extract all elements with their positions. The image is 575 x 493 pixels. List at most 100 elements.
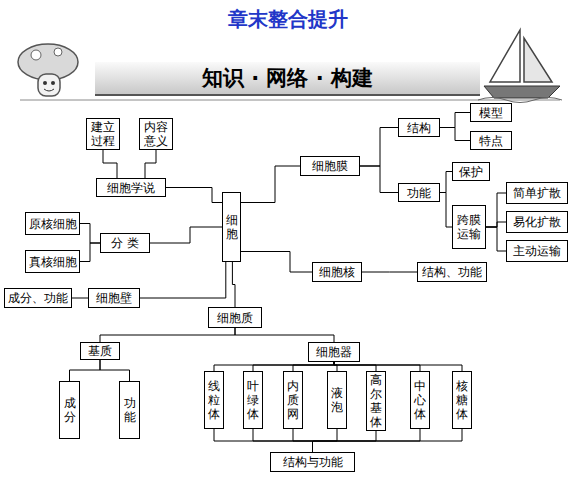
node-text: 中心体 [411, 379, 429, 421]
connector-line [334, 362, 420, 371]
node-text: 知识 · 网络 · 构建 [202, 65, 373, 91]
concept-box: 结构 [398, 118, 440, 137]
concept-box: 分 类 [100, 233, 150, 253]
concept-box: 细胞壁 [88, 288, 140, 308]
connector-line [166, 188, 222, 203]
concept-box: 建立过程 [86, 118, 120, 150]
page-title: 章末整合提升 [0, 6, 575, 32]
connector-line [140, 262, 226, 298]
connector-line [80, 224, 100, 244]
connector-line [100, 360, 130, 381]
node-text: 特点 [479, 134, 503, 148]
node-text: 细胞学说 [107, 181, 155, 195]
concept-box: 结构与功能 [270, 452, 355, 472]
sailboat-cartoon [478, 30, 562, 103]
concept-box: 细胞学说 [96, 178, 166, 197]
connector-line [334, 362, 462, 371]
central-box: 细胞 [222, 192, 241, 262]
connector-line [103, 150, 117, 178]
connector-line [313, 429, 463, 452]
connector-line [293, 362, 334, 371]
concept-box: 简单扩散 [506, 182, 568, 204]
node-text: 结构与功能 [283, 455, 343, 469]
concept-box: 功能 [398, 183, 440, 202]
node-text: 保护 [459, 165, 483, 179]
connector-line [440, 128, 470, 141]
connector-line [70, 360, 101, 381]
node-text: 叶绿体 [244, 379, 262, 421]
node-text: 核糖体 [453, 379, 471, 421]
connector-line [150, 227, 222, 243]
header-band: 知识 · 网络 · 构建 [95, 62, 480, 96]
connector-line [232, 262, 235, 307]
connector-line [360, 166, 398, 193]
concept-box: 保护 [452, 162, 490, 181]
node-text: 跨膜运输 [453, 213, 485, 241]
concept-box: 细胞质 [208, 307, 262, 328]
concept-box: 成分 [59, 381, 80, 439]
organelle-box: 高尔基体 [366, 371, 386, 431]
node-text: 简单扩散 [513, 186, 561, 200]
connector-line [241, 252, 312, 273]
concept-box: 基质 [80, 342, 120, 360]
node-text: 成分 [60, 396, 79, 424]
node-text: 功能 [407, 186, 431, 200]
connector-line [235, 328, 334, 342]
node-text: 原核细胞 [29, 217, 77, 231]
node-text: 成分、功能 [8, 291, 68, 305]
node-text: 基质 [88, 344, 112, 358]
connector-line [360, 128, 398, 167]
node-text: 细胞器 [316, 345, 352, 359]
concept-box: 内容意义 [139, 118, 173, 150]
connector-line [486, 222, 506, 227]
node-text: 细胞壁 [96, 291, 132, 305]
node-text: 内质网 [284, 379, 302, 421]
node-text: 细胞 [223, 213, 240, 241]
organelle-box: 中心体 [410, 371, 430, 429]
node-text: 易化扩散 [513, 215, 561, 229]
concept-box: 细胞器 [308, 342, 360, 362]
connector-line [100, 328, 235, 342]
connector-line [293, 429, 313, 452]
concept-box: 原核细胞 [25, 212, 80, 235]
node-text: 分 类 [111, 236, 139, 250]
organelle-box: 线粒体 [204, 371, 224, 429]
concept-box: 细胞膜 [300, 156, 360, 176]
connector-line [80, 243, 100, 262]
organelle-box: 核糖体 [452, 371, 472, 429]
node-text: 功能 [120, 396, 139, 424]
concept-box: 主动运输 [506, 240, 568, 262]
node-text: 结构 [407, 121, 431, 135]
connector-line [440, 193, 452, 228]
concept-box: 功能 [119, 381, 140, 439]
connector-line [214, 429, 313, 452]
concept-box: 跨膜运输 [452, 205, 486, 249]
connector-line [72, 298, 88, 299]
node-text: 线粒体 [205, 379, 223, 421]
connector-line [486, 193, 506, 227]
organelle-box: 内质网 [283, 371, 303, 429]
node-text: 细胞质 [217, 311, 253, 325]
concept-box: 易化扩散 [506, 211, 568, 233]
connector-line [486, 227, 506, 251]
node-text: 建立过程 [87, 120, 119, 148]
node-text: 细胞膜 [312, 159, 348, 173]
node-text: 液泡 [328, 386, 346, 414]
connector-line [241, 166, 300, 203]
connector-line [440, 172, 452, 193]
node-text: 内容意义 [140, 120, 172, 148]
concept-box: 特点 [470, 131, 512, 150]
connector-line [334, 362, 376, 371]
concept-box: 模型 [470, 103, 512, 122]
concept-box: 结构、功能 [417, 262, 487, 282]
node-text: 真核细胞 [29, 255, 77, 269]
connector-line [253, 362, 334, 371]
connector-line [362, 272, 417, 273]
concept-box: 成分、功能 [4, 288, 72, 308]
mushroom-cartoon [18, 44, 78, 96]
node-text: 高尔基体 [367, 373, 385, 429]
concept-box: 真核细胞 [25, 250, 80, 273]
connector-line [253, 429, 313, 452]
node-text: 主动运输 [513, 244, 561, 258]
